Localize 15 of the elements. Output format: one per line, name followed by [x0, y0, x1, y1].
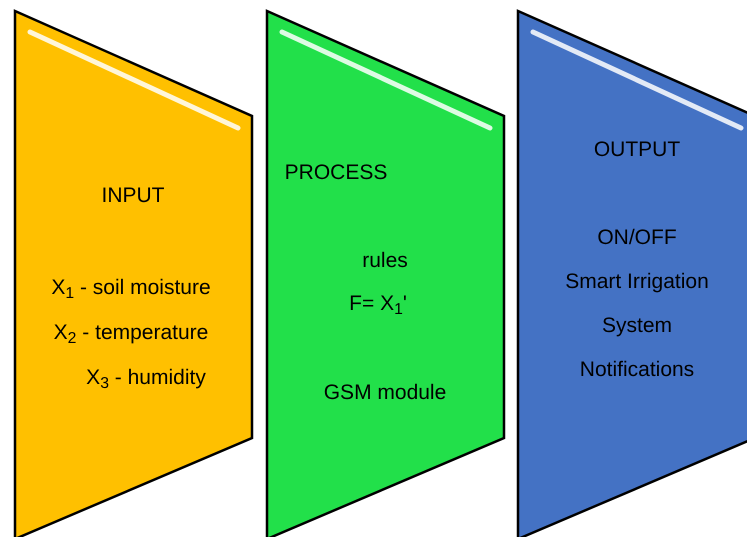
stage-text: X$_{1}$ - soil moisture [51, 275, 211, 304]
stage-text: Smart Irrigation System [564, 269, 710, 339]
stage-text: F= X$_{1}$' [349, 291, 407, 320]
stage-text: rules [362, 248, 408, 274]
stage-text: ON/OFF [597, 225, 677, 251]
stage-text: Notifications [580, 357, 694, 383]
stage-heading: PROCESS [284, 160, 388, 186]
trapezoid-stage [266, 10, 505, 537]
stage-text: GSM module [324, 380, 446, 406]
trapezoid-stage [14, 10, 253, 537]
stage-heading: OUTPUT [594, 137, 680, 163]
trapezoid-stage [517, 10, 747, 537]
stage-text: X$_{2}$ - temperature [54, 320, 208, 349]
stage-text: X$_{3}$ - humidity [86, 365, 206, 394]
stage-heading: INPUT [102, 183, 164, 209]
